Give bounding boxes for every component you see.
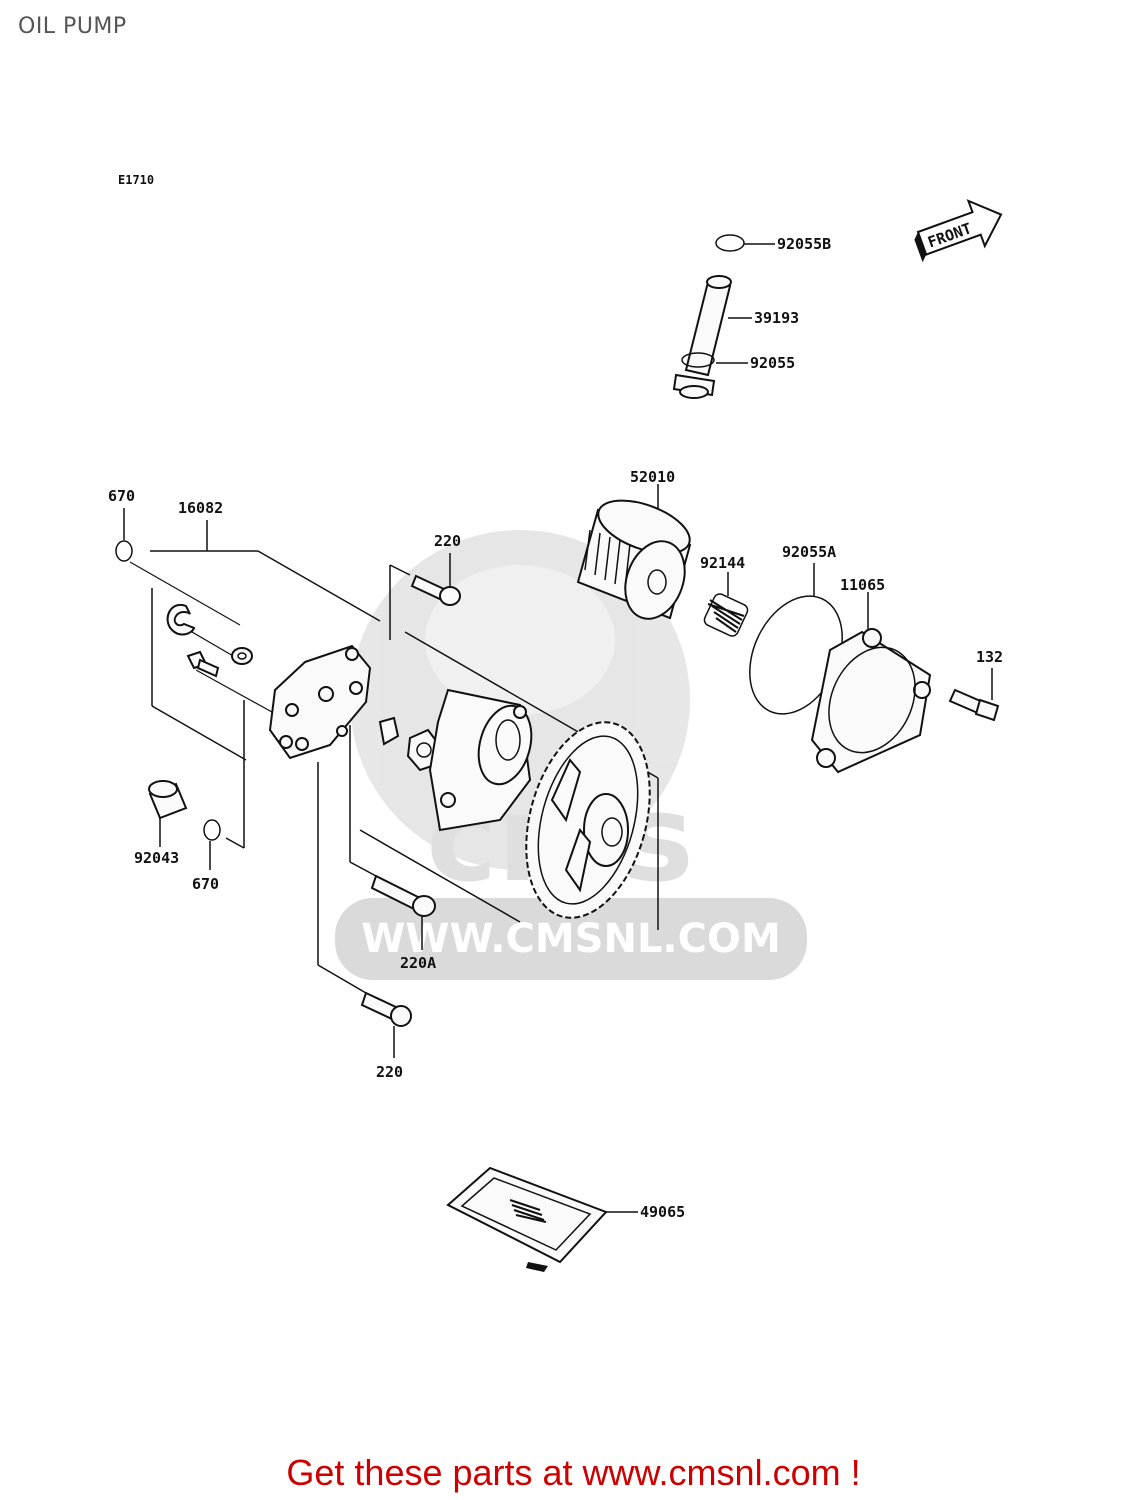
- callout-92144: 92144: [700, 554, 745, 572]
- callout-11065: 11065: [840, 576, 885, 594]
- screw-220A: [370, 874, 436, 917]
- screw-220-bottom: [360, 991, 412, 1027]
- callout-52010: 52010: [630, 468, 675, 486]
- o-ring-92055: [681, 352, 715, 368]
- callout-49065: 49065: [640, 1203, 685, 1221]
- pump-plate: [268, 644, 372, 760]
- callout-16082: 16082: [178, 499, 223, 517]
- o-ring-670-bottom: [203, 819, 221, 841]
- footer-link[interactable]: Get these parts at www.cmsnl.com !: [286, 1452, 861, 1493]
- oil-pipe-39193: [672, 275, 732, 399]
- watermark-banner: [335, 898, 807, 980]
- callout-92055B: 92055B: [777, 235, 831, 253]
- pump-housing: [428, 688, 533, 832]
- callout-220-bottom: 220: [376, 1063, 403, 1081]
- page-title: OIL PUMP: [18, 14, 127, 39]
- callout-220-top: 220: [434, 532, 461, 550]
- screw-220-top: [410, 574, 461, 606]
- callout-132: 132: [976, 648, 1003, 666]
- exploded-parts-diagram: cms WWW.CMSNL.COM E1710 FRONT 92055B 391…: [108, 173, 1003, 1272]
- callout-670-bottom: 670: [192, 875, 219, 893]
- diagram-code: E1710: [118, 173, 154, 187]
- callout-92055: 92055: [750, 354, 795, 372]
- oil-screen-49065: [446, 1166, 608, 1272]
- callout-92043: 92043: [134, 849, 179, 867]
- callout-92055A: 92055A: [782, 543, 836, 561]
- callout-220A: 220A: [400, 954, 436, 972]
- inner-rotor-icon: [378, 716, 400, 746]
- front-arrow-icon: FRONT: [914, 199, 1003, 263]
- cover-11065: [810, 628, 932, 774]
- watermark-url: WWW.CMSNL.COM: [361, 916, 781, 962]
- callout-670-top: 670: [108, 487, 135, 505]
- oil-filter-52010: [576, 499, 692, 620]
- washer-icon: [231, 647, 253, 665]
- bolt-132: [948, 688, 1000, 722]
- o-ring-670-top: [115, 540, 133, 562]
- callout-39193: 39193: [754, 309, 799, 327]
- circlip-icon: [166, 603, 196, 636]
- o-ring-92055b: [715, 234, 745, 252]
- small-bolt-icon: [186, 650, 220, 678]
- dowel-pin-92043: [148, 780, 188, 820]
- spring-92144: [703, 593, 749, 637]
- pump-gear: [525, 721, 651, 919]
